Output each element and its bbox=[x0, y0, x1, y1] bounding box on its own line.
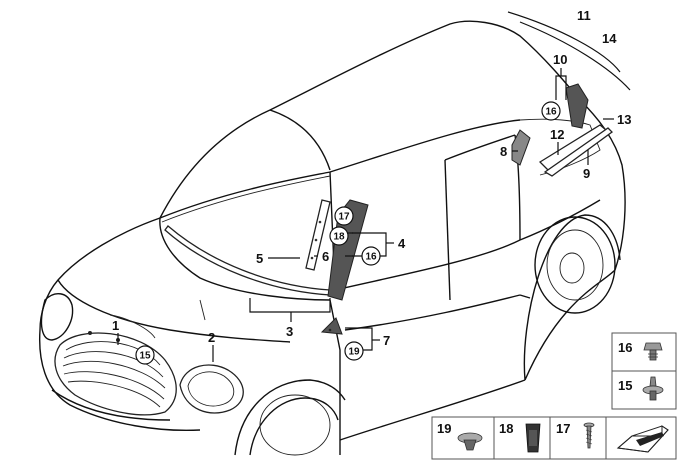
fastener-legend: 16 15 19 18 17 bbox=[431, 332, 677, 460]
legend-19-label: 19 bbox=[437, 421, 451, 436]
roof-rail-14 bbox=[519, 21, 631, 91]
callout-5: 5 bbox=[256, 251, 263, 266]
callout-11: 11 bbox=[577, 8, 591, 23]
legend-box-18 bbox=[493, 416, 551, 460]
windshield-lower-trim bbox=[164, 225, 331, 296]
mirror-triangle-clips bbox=[328, 328, 332, 332]
callout-2: 2 bbox=[208, 330, 215, 345]
roof-rail-11 bbox=[507, 11, 621, 73]
circled-16-a: 16 bbox=[365, 252, 377, 263]
legend-17-label: 17 bbox=[556, 421, 570, 436]
circled-15: 15 bbox=[139, 351, 151, 362]
callout-4: 4 bbox=[398, 236, 406, 251]
a-pillar-strip bbox=[305, 199, 331, 271]
headlight-ring bbox=[179, 364, 244, 414]
legend-box-17 bbox=[549, 416, 607, 460]
callout-9: 9 bbox=[583, 166, 590, 181]
a-pillar-trim bbox=[327, 199, 369, 301]
clip-19-icon bbox=[457, 432, 483, 451]
rear-window-seal bbox=[543, 127, 613, 177]
legend-15-label: 15 bbox=[618, 378, 632, 393]
callout-3: 3 bbox=[286, 324, 293, 339]
callout-12: 12 bbox=[550, 127, 564, 142]
callout-labels: 1 2 3 4 5 6 7 8 9 10 11 12 13 14 bbox=[112, 8, 631, 348]
screw-17-icon bbox=[583, 422, 595, 449]
legend-16-label: 16 bbox=[618, 340, 632, 355]
callout-7: 7 bbox=[383, 333, 390, 348]
leader-lines bbox=[117, 68, 614, 362]
circled-callouts: 15 17 18 16 19 16 bbox=[135, 101, 561, 365]
callout-6: 6 bbox=[322, 249, 329, 264]
circled-18: 18 bbox=[333, 232, 345, 243]
legend-box-16 bbox=[611, 332, 677, 372]
windshield-upper-trim bbox=[161, 175, 331, 223]
clip-15-icon bbox=[642, 376, 664, 401]
clip-16-icon bbox=[643, 342, 663, 361]
callout-8: 8 bbox=[500, 144, 507, 159]
orientation-arrow-icon bbox=[616, 425, 669, 453]
callout-14: 14 bbox=[602, 31, 617, 46]
callout-1: 1 bbox=[112, 318, 119, 333]
b-pillar-trim bbox=[511, 129, 531, 166]
d-pillar-cover bbox=[565, 83, 589, 129]
callout-13: 13 bbox=[617, 112, 631, 127]
circled-17: 17 bbox=[338, 212, 350, 223]
a-pillar-strip-clips bbox=[310, 220, 322, 260]
circled-16-b: 16 bbox=[545, 107, 557, 118]
clip-18-icon bbox=[525, 423, 541, 453]
circled-19: 19 bbox=[348, 347, 360, 358]
callout-10: 10 bbox=[553, 52, 567, 67]
legend-18-label: 18 bbox=[499, 421, 513, 436]
mirror-triangle-trim bbox=[320, 317, 343, 335]
